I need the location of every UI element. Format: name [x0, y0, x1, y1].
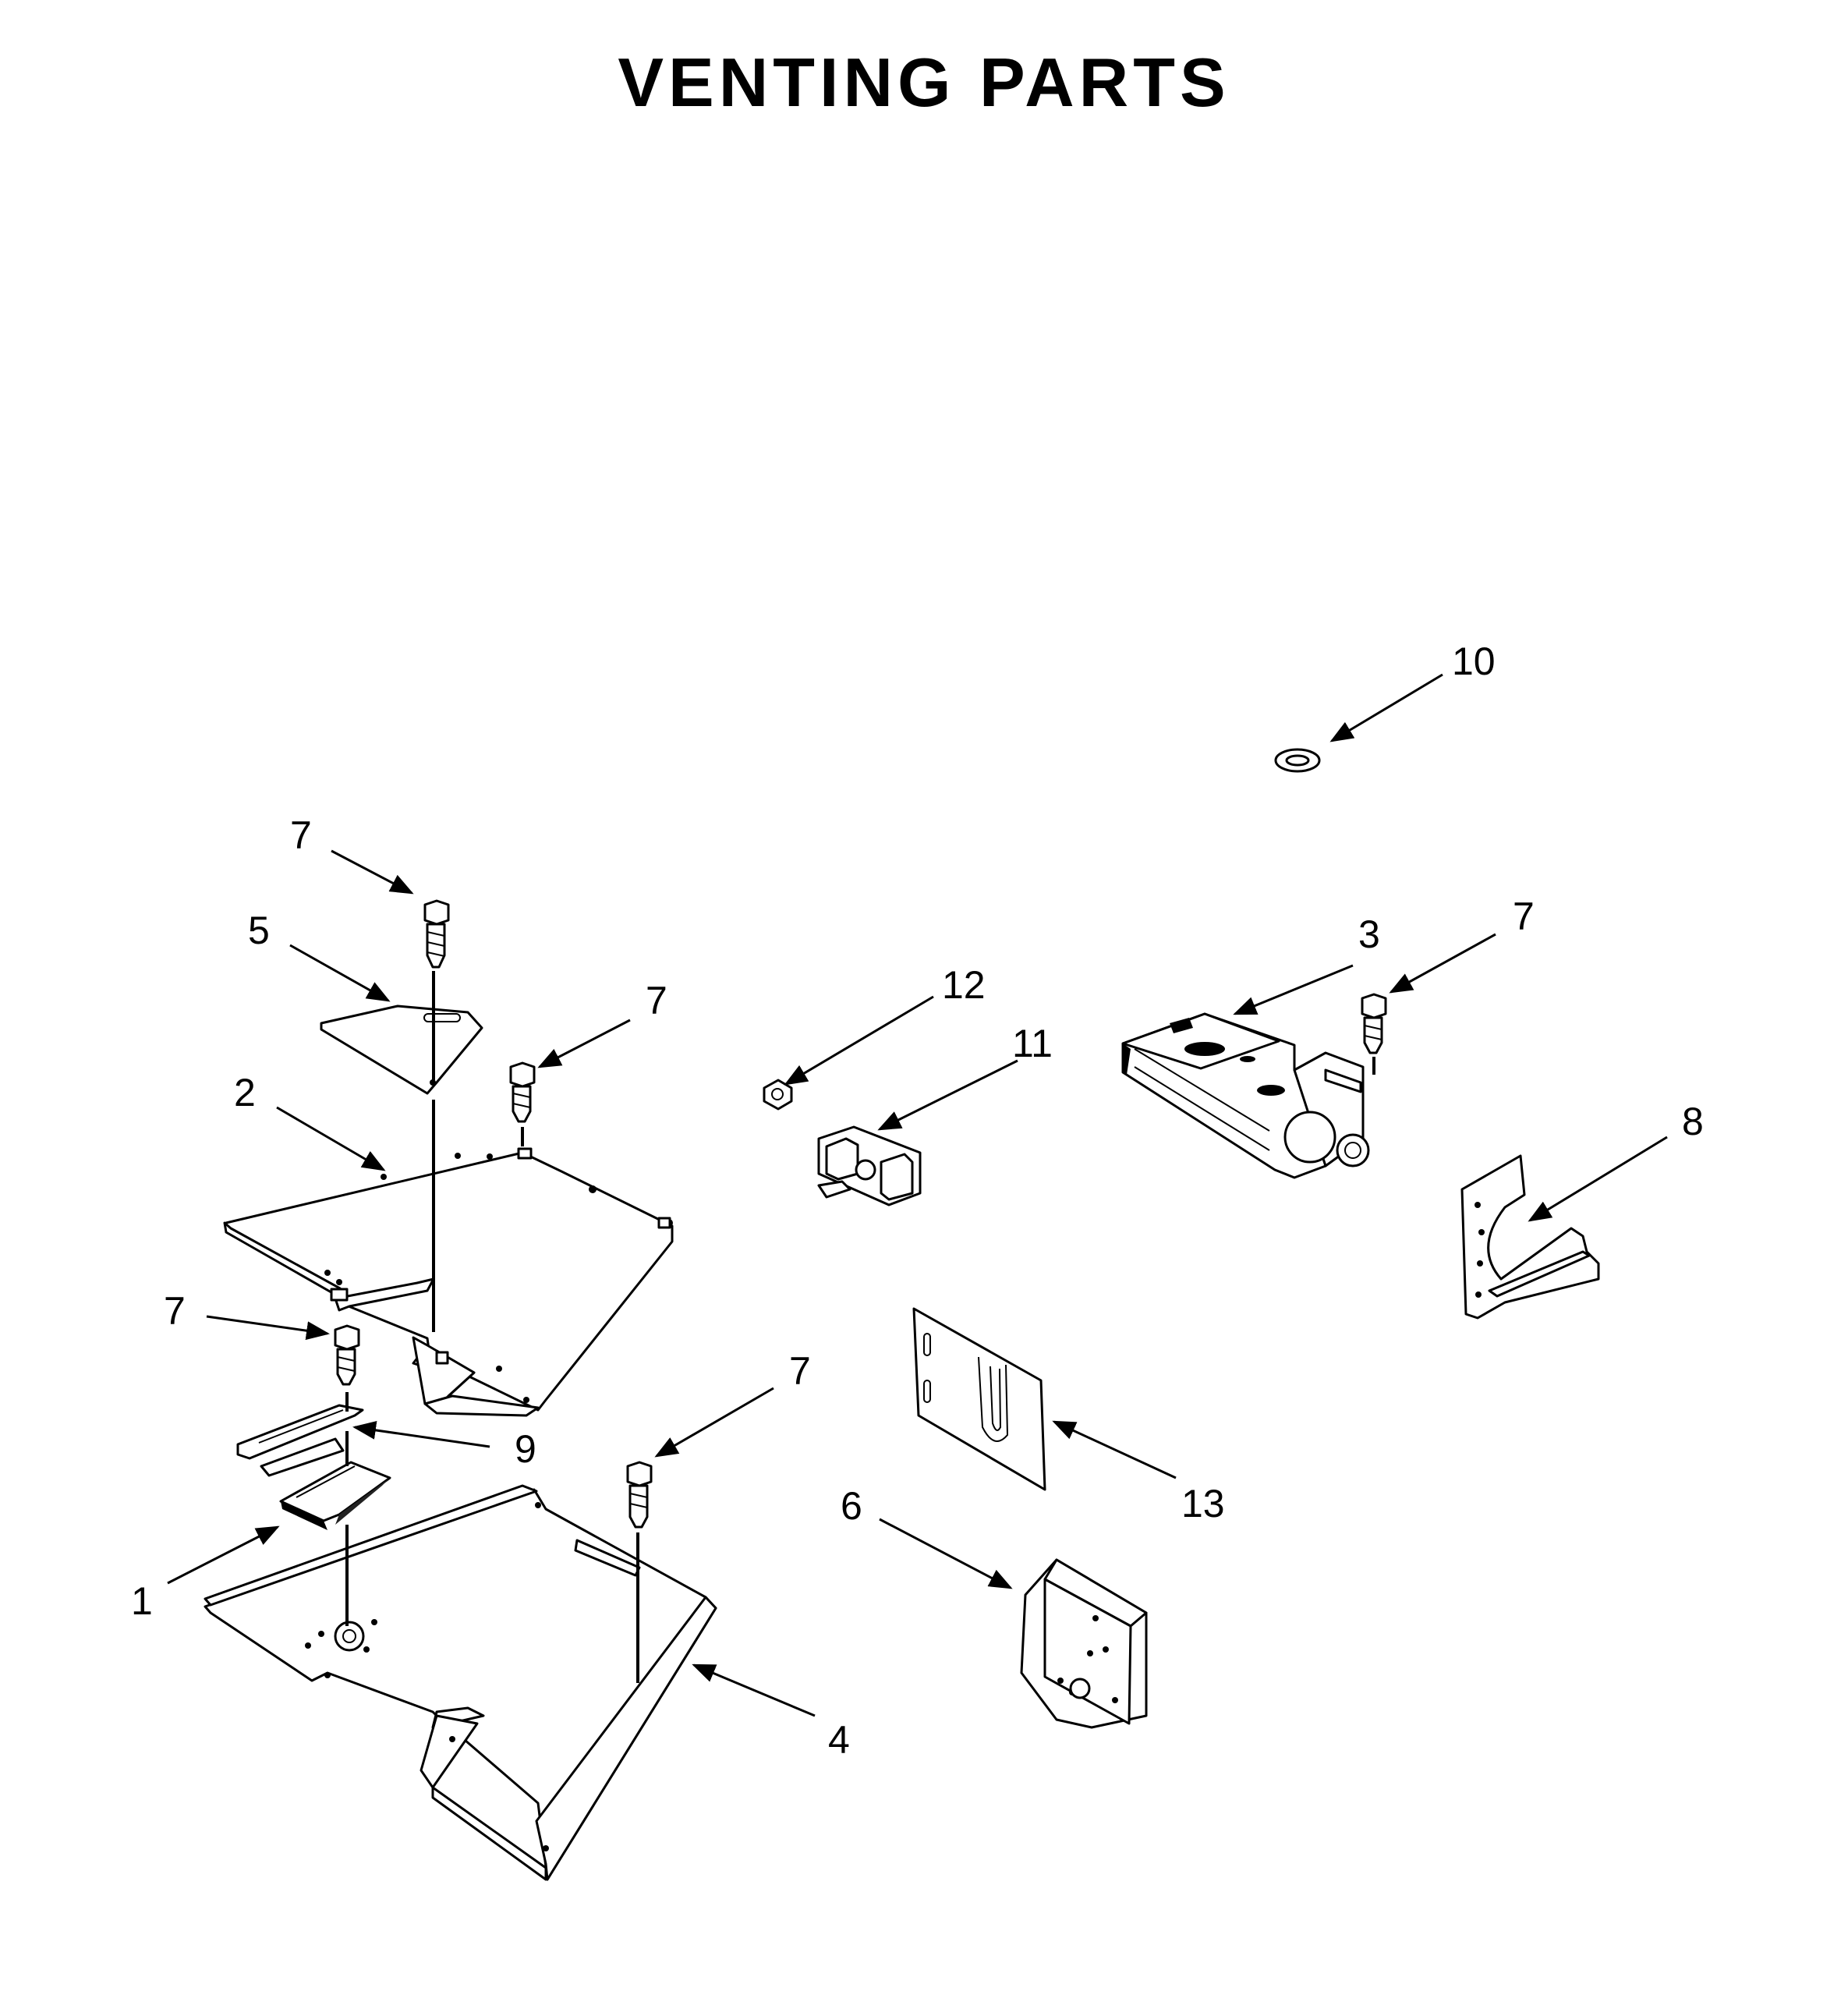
leader-3 [1233, 964, 1354, 1015]
callout-1: 1 [131, 1579, 153, 1623]
leader-13 [1052, 1420, 1177, 1479]
callout-3: 3 [1358, 912, 1380, 956]
page-title: VENTING PARTS [618, 44, 1230, 121]
leader-7b [537, 1019, 631, 1068]
leader-9 [352, 1420, 490, 1448]
callout-12: 12 [942, 963, 986, 1007]
part-3-vent-fan [1121, 1012, 1370, 1179]
callout-5: 5 [248, 909, 270, 952]
leader-6 [879, 1518, 1013, 1589]
leader-7d [654, 1387, 774, 1458]
part-5-bracket [320, 1004, 483, 1095]
leader-4 [692, 1663, 816, 1717]
part-11-terminal-block [817, 1125, 922, 1206]
leader-8 [1528, 1136, 1668, 1222]
leader-7a [331, 849, 414, 895]
screw-7-middle [509, 1061, 536, 1123]
callout-13: 13 [1181, 1482, 1225, 1525]
part-4-bottom-panel [204, 1484, 717, 1881]
part-9-strip [236, 1404, 364, 1477]
part-13-plate [912, 1307, 1046, 1491]
callout-2: 2 [234, 1071, 256, 1114]
callout-7d: 7 [789, 1349, 811, 1393]
part-6-box [1020, 1558, 1148, 1729]
part-2-panel [223, 1147, 674, 1417]
callout-6: 6 [841, 1484, 862, 1528]
leader-10 [1329, 673, 1443, 742]
part-12-nut [763, 1079, 793, 1111]
leader-7c [206, 1315, 330, 1341]
leader-7e [1389, 933, 1496, 994]
callout-11: 11 [1012, 1022, 1053, 1065]
callout-7e: 7 [1513, 895, 1535, 938]
callout-7c: 7 [164, 1289, 186, 1333]
leader-5 [289, 944, 391, 1002]
callout-8: 8 [1682, 1100, 1704, 1143]
screw-7-bottom [626, 1461, 653, 1529]
leader-12 [784, 995, 934, 1086]
screw-7-top [423, 899, 450, 969]
callout-9: 9 [515, 1427, 536, 1471]
screw-7-left [334, 1324, 360, 1386]
callout-7b: 7 [646, 979, 667, 1022]
part-1-deflector [279, 1461, 391, 1530]
part-10-washer [1274, 748, 1321, 773]
leader-11 [877, 1059, 1018, 1131]
part-8-bracket [1460, 1154, 1600, 1320]
leader-2 [276, 1106, 386, 1171]
callout-4: 4 [828, 1718, 850, 1762]
callout-10: 10 [1452, 640, 1496, 683]
screw-7-right [1361, 993, 1387, 1054]
callout-7a: 7 [290, 813, 312, 857]
leader-1 [167, 1525, 280, 1585]
